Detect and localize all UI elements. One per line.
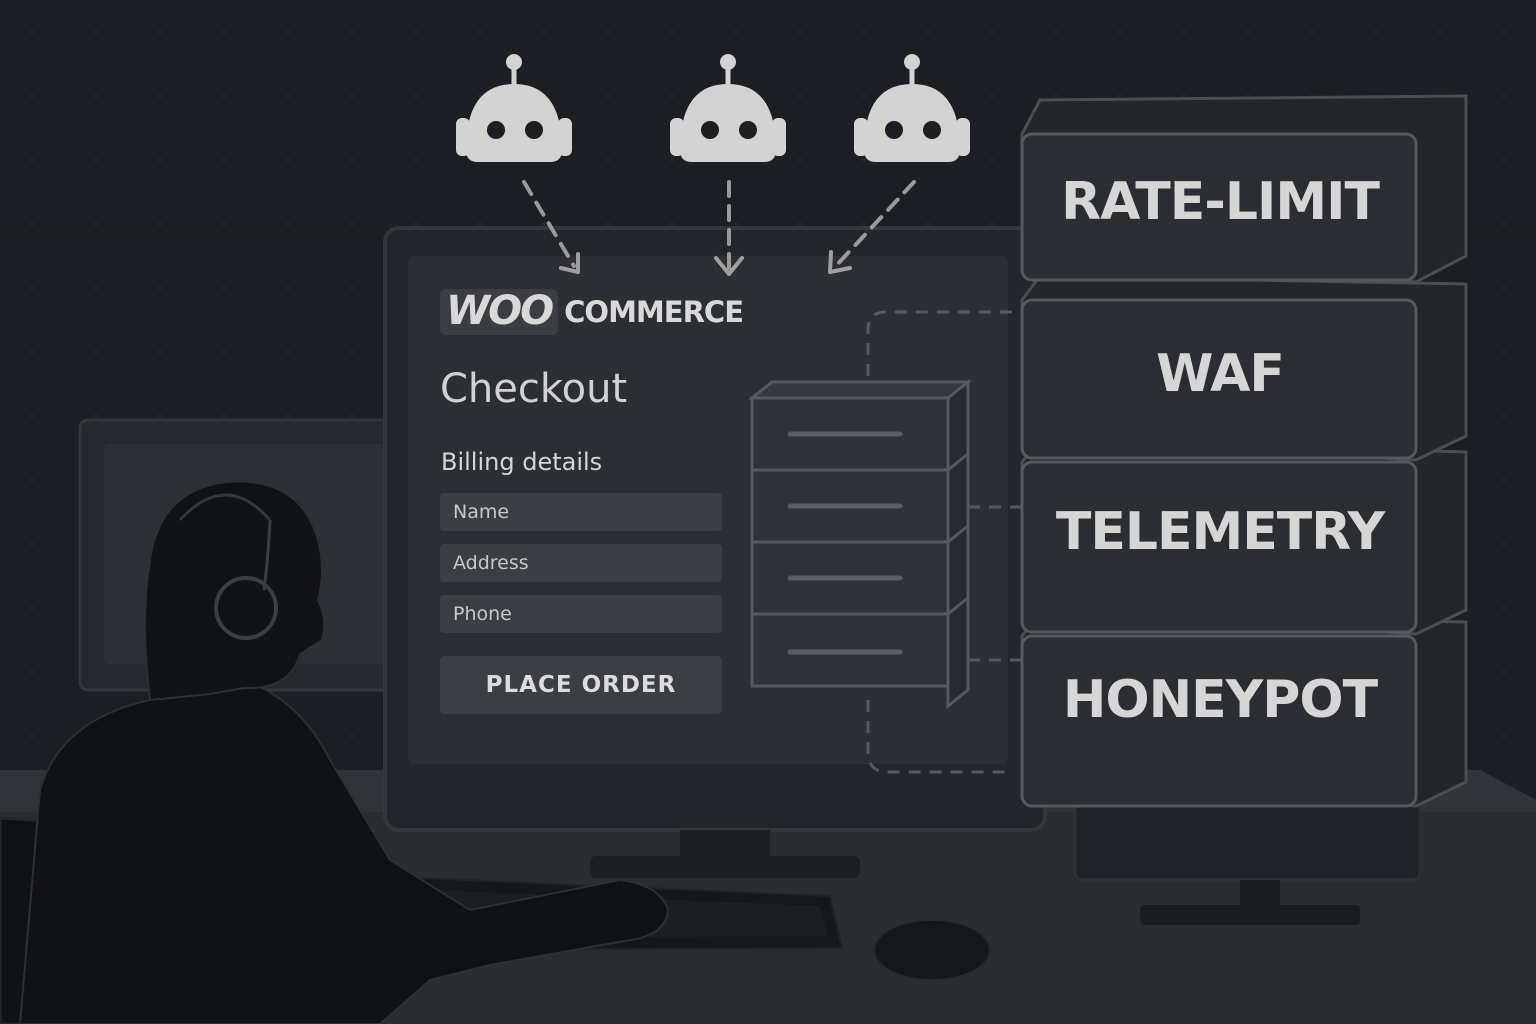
- billing-details-heading: Billing details: [441, 448, 603, 476]
- place-order-button[interactable]: PLACE ORDER: [440, 656, 722, 714]
- address-field[interactable]: [440, 544, 722, 582]
- name-field[interactable]: [440, 493, 722, 531]
- layer-label-waf: WAF: [1156, 344, 1285, 404]
- layer-block-honeypot: [1020, 610, 1468, 808]
- woocommerce-logo: WOO COMMERCE: [440, 288, 744, 336]
- layer-label-honeypot: HONEYPOT: [1062, 670, 1378, 730]
- robot-head-icon: [456, 54, 572, 162]
- layer-label-telemetry: TELEMETRY: [1055, 502, 1385, 562]
- headset-person-icon: [18, 480, 670, 1024]
- layer-block-telemetry: [1020, 438, 1468, 636]
- server-unit: [750, 522, 970, 618]
- connector-paths: [866, 310, 1030, 774]
- server-unit: [747, 378, 973, 474]
- page-title: Checkout: [440, 366, 628, 412]
- brand-commerce-text: COMMERCE: [564, 295, 744, 329]
- phone-field[interactable]: [440, 595, 722, 633]
- layer-block-waf: [1020, 274, 1468, 462]
- brand-woo-text: WOO: [440, 289, 559, 335]
- mouse: [873, 919, 991, 981]
- robot-head-icon: [670, 54, 786, 162]
- dashed-arrow-icon: [522, 180, 916, 270]
- layer-block-rate-limit: [1020, 94, 1468, 284]
- arrow-heads: [559, 250, 852, 276]
- server-unit: [750, 594, 970, 710]
- robot-head-icon: [854, 54, 970, 162]
- layer-label-rate-limit: RATE-LIMIT: [1061, 172, 1380, 232]
- server-stack-icon: [747, 378, 973, 710]
